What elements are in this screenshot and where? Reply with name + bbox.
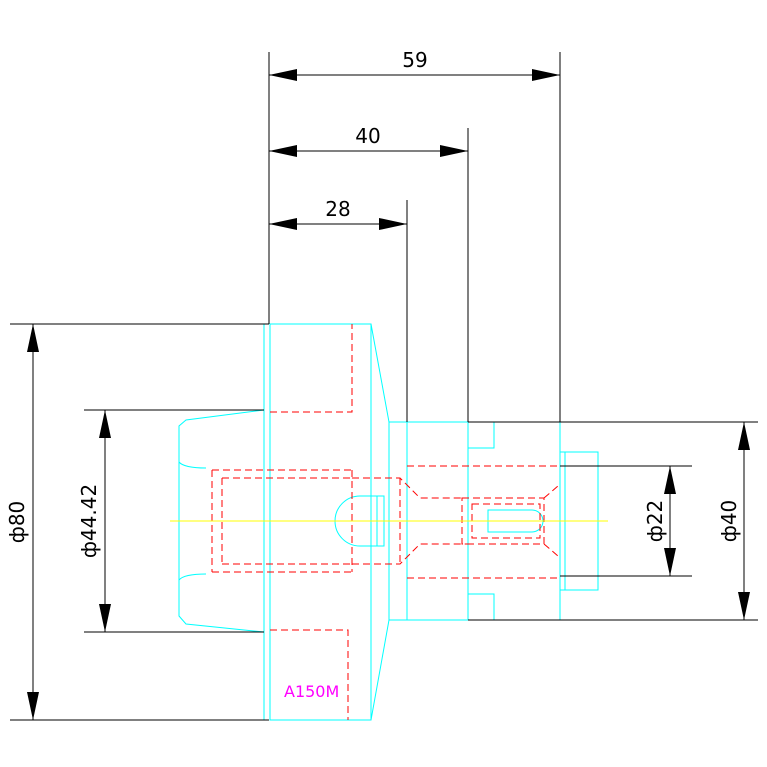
left-hub-fillet-top <box>178 461 207 469</box>
arrowhead <box>738 422 750 450</box>
flange-body <box>269 323 372 721</box>
arrowhead <box>269 218 297 230</box>
flange-taper <box>370 323 390 721</box>
hidden-flange-bottom <box>270 629 349 720</box>
dim-label-28: 28 <box>325 197 350 221</box>
arrowhead <box>440 145 468 157</box>
arrowhead <box>738 592 750 620</box>
hidden-pin-end-top <box>543 485 560 499</box>
arrowhead <box>99 604 111 632</box>
dim-label-40: 40 <box>355 124 380 148</box>
arrowhead <box>99 410 111 438</box>
arrowhead <box>664 548 676 576</box>
arrowhead <box>269 69 297 81</box>
dim-label-dia-22: ф22 <box>643 500 667 543</box>
dim-label-59: 59 <box>402 48 427 72</box>
part-label: A150M <box>284 682 339 701</box>
arrowheads <box>27 69 750 720</box>
hidden-chamfer-top <box>352 477 468 499</box>
key-slot-top <box>467 421 495 449</box>
dim-label-dia-40: ф40 <box>717 500 741 543</box>
arrowhead <box>27 324 39 352</box>
arrowhead <box>532 69 560 81</box>
arrowhead <box>379 218 407 230</box>
dimension-lines <box>10 52 758 721</box>
hidden-flange-top <box>270 324 353 413</box>
part-outline <box>178 323 599 721</box>
left-hub-fillet-bottom <box>178 573 207 581</box>
key-slot-bottom <box>467 593 495 621</box>
central-lug <box>334 495 385 547</box>
dim-label-dia-44-42: ф44.42 <box>77 484 101 558</box>
dim-label-dia-80: ф80 <box>5 501 29 544</box>
arrowhead <box>664 466 676 494</box>
right-slot <box>487 509 544 533</box>
arrowhead <box>27 692 39 720</box>
hidden-pin-end-bottom <box>543 543 560 557</box>
arrowhead <box>269 145 297 157</box>
hidden-chamfer-bottom <box>352 543 468 565</box>
